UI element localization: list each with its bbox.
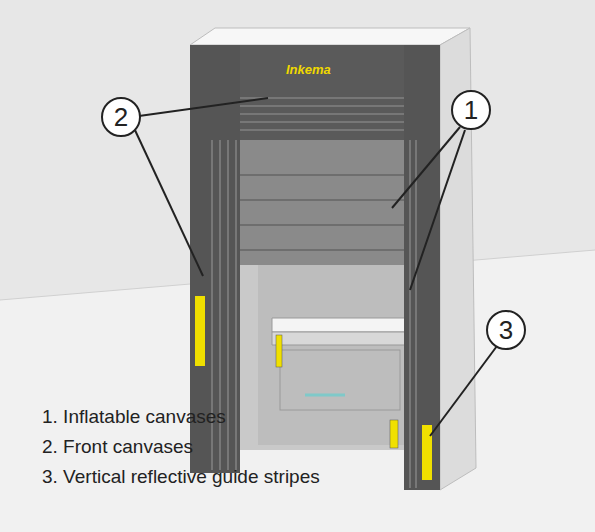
right-canvas — [404, 45, 440, 490]
callout-number: 2 — [114, 104, 128, 130]
legend-note: 1. Inflatable canvases — [42, 406, 226, 428]
callout-number: 1 — [464, 97, 478, 123]
logo-text: Inkema — [286, 62, 331, 77]
right-pleats — [410, 140, 416, 488]
callout-circle: 1 — [451, 90, 491, 130]
opening-inner — [258, 265, 408, 445]
reflective-stripe — [195, 296, 205, 366]
leveler-pit — [280, 350, 400, 410]
door-opening — [240, 140, 408, 450]
canvas-stripes — [240, 98, 404, 130]
legend-note: 3. Vertical reflective guide stripes — [42, 466, 320, 488]
inflatable-stripes — [240, 175, 408, 250]
inflatable-top — [240, 140, 408, 265]
bumper-stripe — [276, 335, 282, 367]
frame-top — [190, 28, 470, 45]
lower-wall — [0, 250, 595, 532]
callout-number: 3 — [499, 317, 513, 343]
leader-lines — [134, 98, 497, 436]
dock-leveler — [272, 318, 405, 332]
callout-circle: 3 — [486, 310, 526, 350]
legend-note: 2. Front canvases — [42, 436, 193, 458]
bumper-stripe — [390, 420, 398, 448]
leveler-detail — [305, 394, 345, 397]
reflective-stripe — [422, 425, 432, 480]
leveler-front — [272, 332, 405, 345]
callout-circle: 2 — [101, 97, 141, 137]
